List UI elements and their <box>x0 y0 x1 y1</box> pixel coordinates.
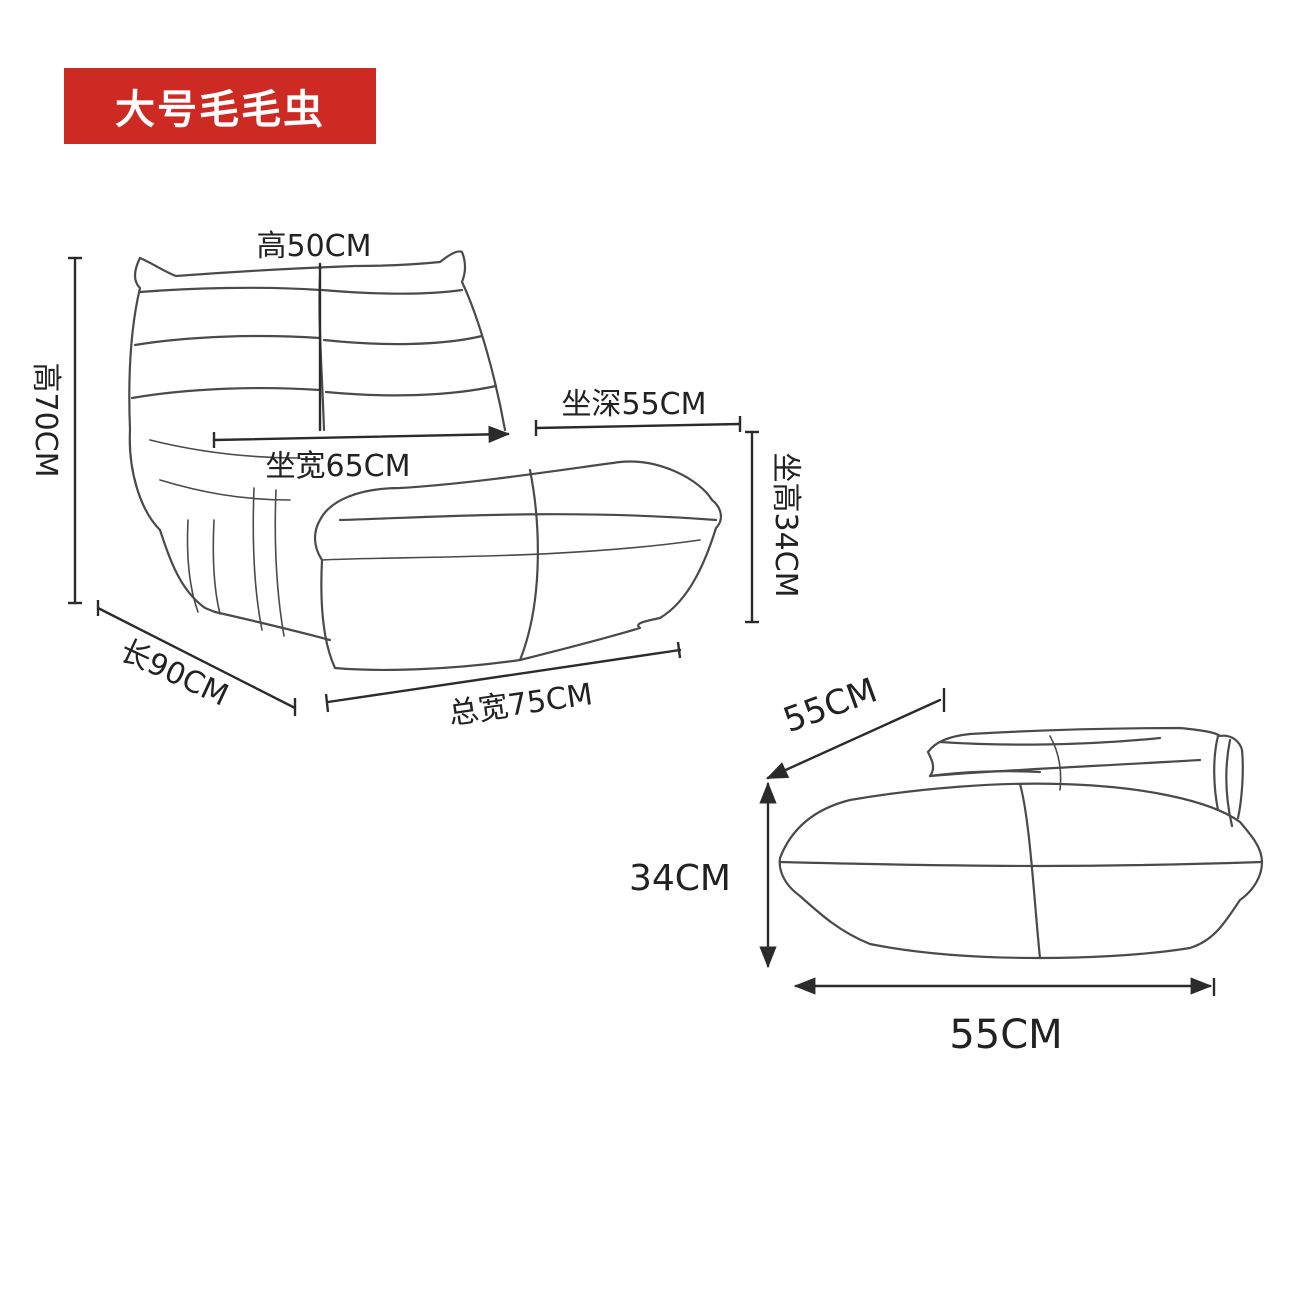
length-dimension-line <box>96 606 297 710</box>
ottoman-center-seam <box>1018 782 1042 960</box>
chair-lower-ridge <box>159 479 291 501</box>
seat-depth-dimension-line <box>534 422 742 430</box>
ottoman-dimensions: 55CM 34CM 55CM <box>629 670 1216 1058</box>
ottoman-depth-dimension-line <box>766 698 942 780</box>
ottoman-top-ridge <box>928 758 1202 778</box>
chair-backrest-top <box>138 250 507 432</box>
chair-tuft-line <box>322 334 484 346</box>
chair-tuft-line <box>130 386 322 400</box>
seat-width-dimension-line <box>212 425 511 444</box>
chair-vertical-fold <box>274 489 285 637</box>
ottoman-top-outline <box>926 726 1244 820</box>
ottoman-top-fold <box>1225 738 1234 828</box>
chair-seat-outline <box>313 460 722 672</box>
chair-illustration <box>128 250 722 672</box>
total-width-dimension-line <box>326 648 682 704</box>
total-height-label: 高70CM <box>28 362 63 477</box>
ottoman-side-seam <box>778 860 1264 868</box>
chair-tuft-line <box>320 288 464 295</box>
ottoman-body-outline <box>778 782 1264 960</box>
seat-height-label: 坐高34CM <box>768 452 803 597</box>
back-height-label: 高50CM <box>256 229 371 264</box>
title-text: 大号毛毛虫 <box>115 87 325 133</box>
chair-vertical-fold <box>212 519 221 615</box>
total-width-tick-right <box>676 641 682 659</box>
chair-vertical-fold <box>252 487 263 631</box>
seat-depth-label: 坐深55CM <box>561 387 706 422</box>
chair-base-line <box>213 610 332 642</box>
chair-tuft-line <box>138 286 322 294</box>
ottoman-width-label: 55CM <box>949 1012 1062 1058</box>
chair-vertical-fold <box>186 519 199 613</box>
seat-width-label: 坐宽65CM <box>265 449 410 484</box>
ottoman-depth-label: 55CM <box>778 670 882 741</box>
chair-lower-ridge <box>149 439 301 459</box>
chair-backrest-outline <box>128 256 217 614</box>
chair-tuft-line <box>133 334 322 347</box>
chair-dimensions: 高70CM 高50CM 坐宽65CM 坐深55CM 坐高34CM 长90CM <box>28 229 803 732</box>
ottoman-top-ridge <box>938 736 1162 746</box>
total-width-label: 总宽75CM <box>446 677 594 732</box>
ottoman-top-fold <box>1213 734 1220 812</box>
ottoman-top-center-fold <box>1049 735 1062 791</box>
ottoman-illustration <box>778 726 1264 960</box>
chair-seat-lower-seam <box>321 539 701 561</box>
total-width-tick-left <box>324 693 330 713</box>
ottoman-height-label: 34CM <box>629 858 731 899</box>
title-badge: 大号毛毛虫 <box>64 68 376 144</box>
chair-seat-front-seam <box>338 513 718 522</box>
chair-seat-center-seam <box>518 468 539 662</box>
chair-tuft-line <box>324 384 498 397</box>
